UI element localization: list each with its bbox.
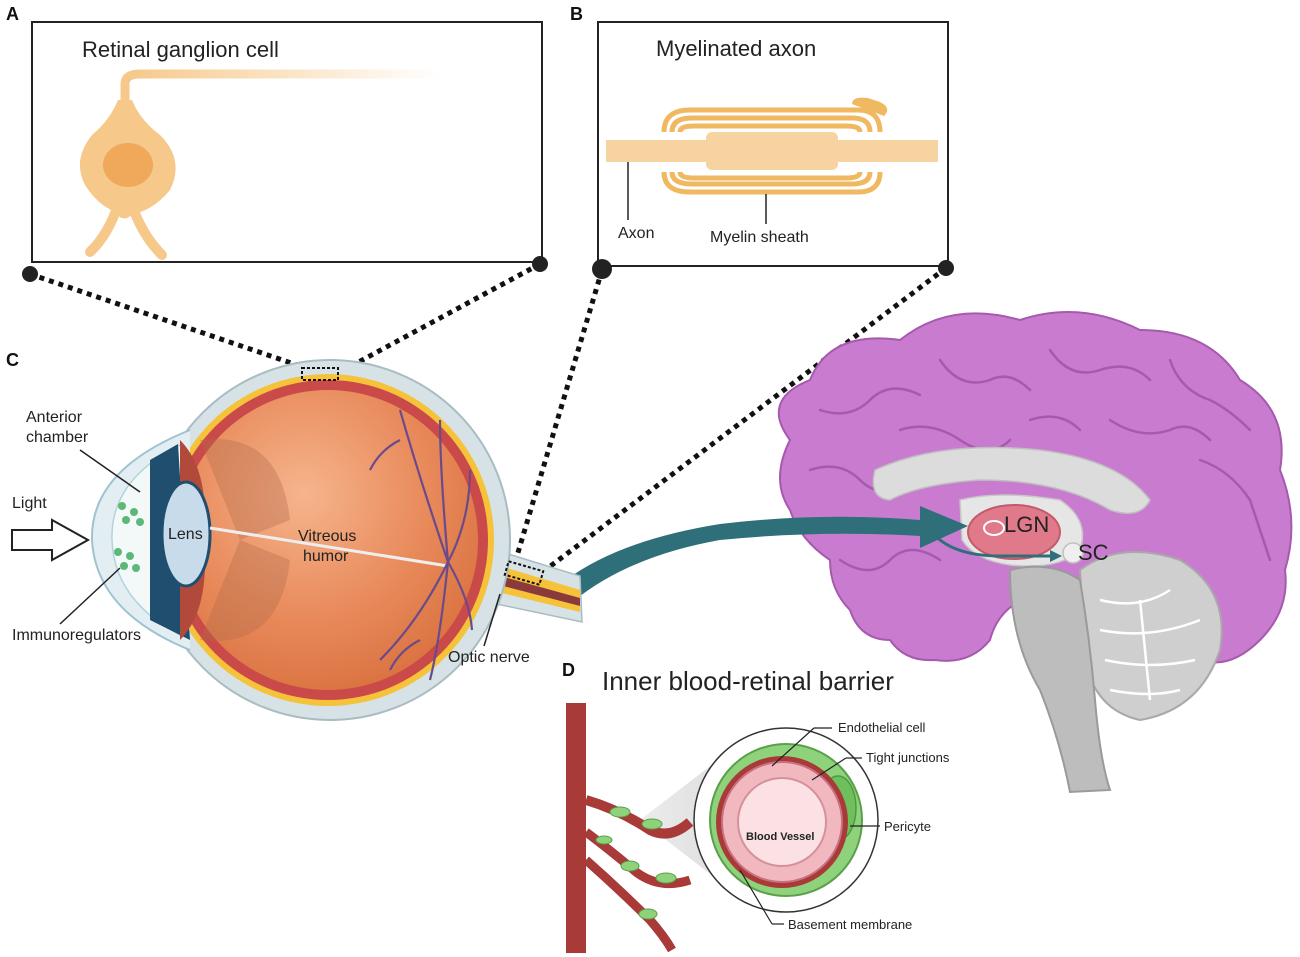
light-label: Light: [12, 495, 47, 512]
anterior-chamber-label-1: Anterior: [26, 409, 83, 426]
panel-a-letter: A: [6, 4, 19, 24]
myelin-sheath-label: Myelin sheath: [710, 229, 809, 246]
lgn-label: LGN: [1004, 512, 1049, 537]
panel-b: B Myelinated axon Axon Myelin sheath: [570, 4, 949, 267]
immunoregulators-leader: [59, 567, 121, 625]
sc-label: SC: [1078, 540, 1109, 565]
eye-illustration: [90, 359, 583, 721]
pericyte-label: Pericyte: [884, 819, 931, 834]
brain-illustration: [777, 311, 1293, 794]
endothelial-label: Endothelial cell: [838, 720, 926, 735]
zoom-connector-dots: [22, 256, 954, 282]
panel-d-letter: D: [562, 660, 575, 680]
optic-nerve-label: Optic nerve: [448, 649, 530, 666]
zoom-connectors: [29, 261, 948, 576]
lgn-structure: [967, 504, 1061, 560]
panel-b-title: Myelinated axon: [656, 36, 816, 61]
panel-d-title: Inner blood-retinal barrier: [602, 666, 894, 696]
immunoregulators-label: Immunoregulators: [12, 627, 141, 644]
endothelial-leader: [771, 727, 815, 767]
panel-c-letter: C: [6, 350, 19, 370]
vitreous-label-2: humor: [303, 548, 349, 565]
anterior-chamber-label-2: chamber: [26, 429, 89, 446]
lens-label: Lens: [168, 526, 203, 543]
basement-membrane-leader: [739, 869, 773, 925]
tight-junctions-label: Tight junctions: [866, 750, 950, 765]
panel-c: C: [6, 350, 19, 370]
light-arrow: [11, 518, 91, 562]
vitreous-label-1: Vitreous: [298, 528, 356, 545]
blood-vessel-label: Blood Vessel: [746, 831, 814, 843]
myelinated-axon-illustration: [606, 97, 938, 195]
anterior-chamber-leader: [79, 449, 141, 493]
immunoregulator-dots: [114, 502, 144, 572]
optic-nerve-leader: [483, 593, 501, 647]
panel-a: A Retinal ganglion cell: [6, 4, 543, 263]
optic-pathway-arrow: [566, 506, 1062, 600]
tight-junctions-leader: [811, 757, 847, 781]
panel-a-title: Retinal ganglion cell: [82, 37, 279, 62]
panel-b-letter: B: [570, 4, 583, 24]
basement-membrane-label: Basement membrane: [788, 917, 912, 932]
blood-vessel-illustration: [566, 703, 879, 953]
axon-label: Axon: [618, 225, 654, 242]
panel-d: D Inner blood-retinal barrier: [562, 660, 894, 696]
retinal-ganglion-cell-illustration: [79, 69, 445, 260]
